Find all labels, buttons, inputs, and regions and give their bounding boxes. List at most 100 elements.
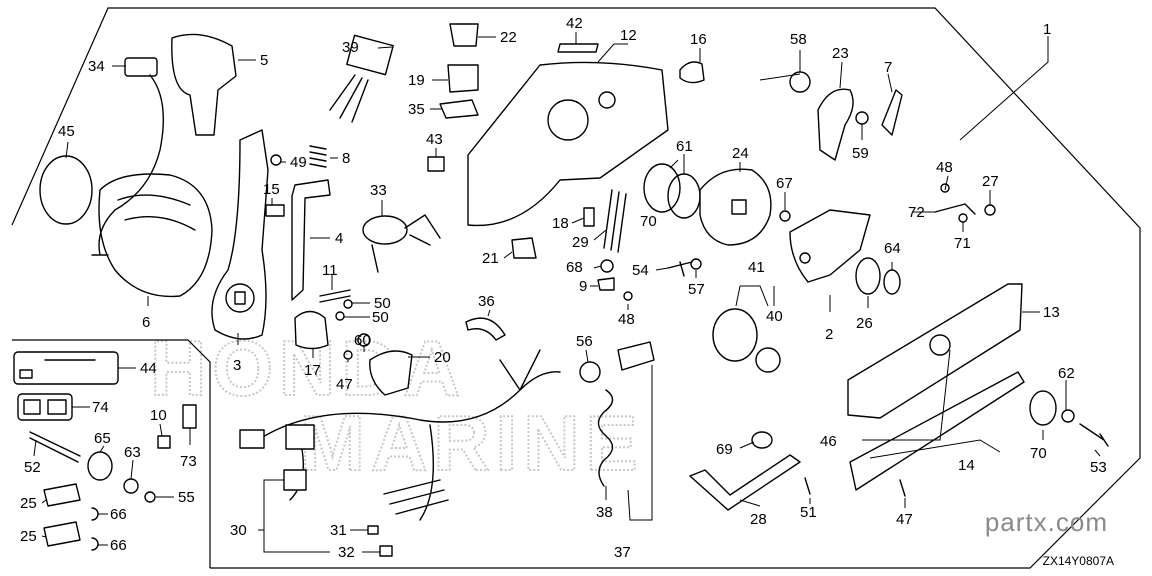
handle-5 <box>171 33 237 136</box>
callout-30: 30 <box>230 522 247 539</box>
site-mark: partx.com <box>984 507 1108 537</box>
lanyard-38 <box>597 389 614 487</box>
screw-48a <box>623 291 633 301</box>
terminal-31 <box>367 525 379 535</box>
connector-30b <box>285 424 315 450</box>
washer-62 <box>1061 409 1075 423</box>
label-43 <box>427 156 445 172</box>
clip-36 <box>465 317 506 341</box>
callout-69: 69 <box>716 441 733 458</box>
fuse-10 <box>157 435 171 449</box>
callout-72: 72 <box>908 204 925 221</box>
callout-15: 15 <box>263 181 280 198</box>
diagram-code: ZX14Y0807A <box>1042 554 1114 568</box>
screw-50a <box>343 299 353 309</box>
callout-71: 71 <box>954 235 971 252</box>
watermark-line-2: MARINE <box>300 399 644 487</box>
callout-13: 13 <box>1043 304 1060 321</box>
callout-7: 7 <box>884 59 892 76</box>
callout-numbers: 1 2 3 4 5 6 7 8 9 10 11 12 13 14 15 16 1… <box>20 15 1107 561</box>
lever-arm-3-square <box>234 291 246 305</box>
callout-50a: 50 <box>374 295 391 312</box>
washer-26 <box>855 257 881 295</box>
callout-2: 2 <box>825 326 833 343</box>
callout-61: 61 <box>676 138 693 155</box>
callout-41: 41 <box>748 259 765 276</box>
callout-35: 35 <box>408 101 425 118</box>
callout-58: 58 <box>790 31 807 48</box>
clip-18 <box>583 207 595 227</box>
frame-lead-1 <box>959 36 1049 141</box>
watermark: HONDA MARINE <box>149 323 644 488</box>
callout-49: 49 <box>290 154 307 171</box>
callout-70a: 70 <box>640 213 657 230</box>
cover-19 <box>447 64 479 93</box>
callout-55: 55 <box>178 489 195 506</box>
callout-29: 29 <box>572 234 589 251</box>
nut-55 <box>144 491 156 503</box>
holder-73 <box>182 404 197 429</box>
callout-3: 3 <box>233 357 241 374</box>
screw-47a <box>343 350 353 360</box>
lever-arm-3 <box>211 129 269 340</box>
ring-70b <box>1029 390 1057 426</box>
callout-21: 21 <box>482 250 499 267</box>
callout-47b: 47 <box>896 511 913 528</box>
callout-51: 51 <box>800 504 817 521</box>
callout-60: 60 <box>354 332 371 349</box>
ring-64 <box>883 269 901 295</box>
screw-49 <box>270 154 282 166</box>
connector-30a <box>239 429 265 449</box>
pin-11 <box>319 289 351 303</box>
cover-40 <box>755 347 781 373</box>
callout-53: 53 <box>1090 459 1107 476</box>
bracket-2 <box>789 209 871 283</box>
bolt-52 <box>29 431 81 463</box>
screw-50b <box>335 311 345 321</box>
callout-57: 57 <box>688 281 705 298</box>
callout-31: 31 <box>330 522 347 539</box>
buzzer-41 <box>712 308 758 362</box>
callout-54: 54 <box>632 262 649 279</box>
cover-6 <box>98 173 213 298</box>
callout-20: 20 <box>434 349 451 366</box>
callout-24: 24 <box>732 145 749 162</box>
grommet-16 <box>679 61 705 84</box>
label-44-detail <box>19 359 96 379</box>
housing-12 <box>467 61 669 227</box>
clip-25a <box>43 483 81 507</box>
grommet-56 <box>579 361 601 383</box>
collar-68 <box>600 259 614 273</box>
label-74 <box>17 393 73 421</box>
callout-59: 59 <box>852 145 869 162</box>
gear-plate-24 <box>699 168 772 246</box>
inset-frame <box>12 339 211 568</box>
key-switch-33 <box>362 215 408 245</box>
switch-34 <box>124 57 158 77</box>
callout-73: 73 <box>180 453 197 470</box>
label-74-detail <box>23 399 67 415</box>
housing-12-boss <box>598 91 616 109</box>
callout-23: 23 <box>832 45 849 62</box>
callout-64: 64 <box>884 240 901 257</box>
callout-33: 33 <box>370 182 387 199</box>
screw-51 <box>804 477 811 495</box>
clamp-21 <box>511 237 537 259</box>
terminal-32 <box>379 545 393 557</box>
collar-65 <box>87 451 113 481</box>
callout-45: 45 <box>58 123 75 140</box>
clip-25b <box>43 521 81 547</box>
leader-lines <box>33 32 1101 553</box>
callout-46: 46 <box>820 433 837 450</box>
clip-27 <box>984 204 996 216</box>
clip-15 <box>265 204 285 217</box>
switch-17 <box>294 310 329 350</box>
callout-25a: 25 <box>20 495 37 512</box>
callout-6: 6 <box>142 314 150 331</box>
callout-14: 14 <box>958 457 975 474</box>
callout-1: 1 <box>1043 21 1051 38</box>
callout-39: 39 <box>342 39 359 56</box>
callout-26: 26 <box>856 315 873 332</box>
bushing-69 <box>751 431 773 449</box>
